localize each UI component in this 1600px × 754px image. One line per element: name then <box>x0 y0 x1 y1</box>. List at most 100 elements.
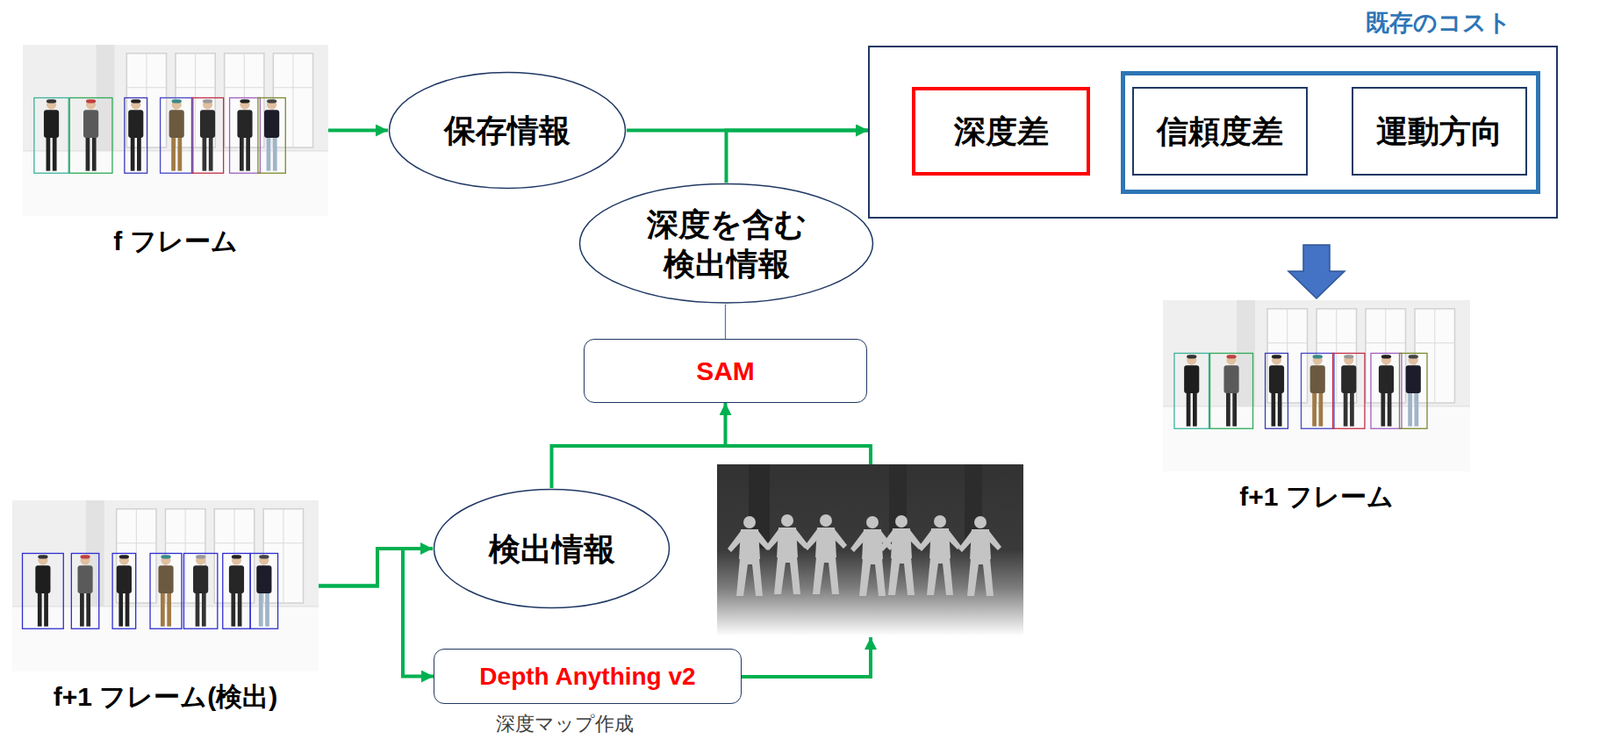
window-frame <box>282 509 284 603</box>
window-frame <box>292 53 294 148</box>
leg <box>1349 390 1355 426</box>
torso <box>264 109 280 138</box>
window-frame <box>1365 342 1407 344</box>
torso <box>35 565 51 594</box>
leg <box>1407 390 1413 426</box>
leg <box>195 590 201 626</box>
depth-map <box>717 464 1024 636</box>
block-arrow <box>1288 244 1345 299</box>
bounding-box <box>69 97 113 173</box>
bounding-box <box>1210 352 1254 429</box>
leg <box>1312 390 1317 426</box>
cost-box: 運動方向 <box>1351 86 1528 176</box>
hair <box>1343 354 1354 359</box>
new-cost-box: 深度差 <box>911 86 1091 176</box>
leg <box>1380 390 1385 426</box>
leg <box>1277 390 1283 426</box>
depth-map-ground <box>717 464 1024 636</box>
bounding-box <box>71 552 99 629</box>
torso <box>256 565 272 594</box>
window-frame <box>263 542 303 544</box>
face <box>1313 355 1323 366</box>
cost-label: 深度差 <box>954 111 1049 151</box>
ellipse-shape <box>434 489 670 609</box>
depth-map-feed-line <box>725 445 872 465</box>
leg <box>1226 390 1231 426</box>
model-label: Depth Anything v2 <box>479 660 696 692</box>
hair <box>231 554 242 559</box>
photo <box>22 44 329 216</box>
face <box>46 100 57 110</box>
torso <box>229 565 244 594</box>
cost-label: 運動方向 <box>1376 111 1503 151</box>
flow-connector <box>552 402 726 488</box>
face <box>79 555 90 566</box>
leg <box>130 135 136 171</box>
torso <box>1378 365 1394 394</box>
torso <box>1406 365 1421 394</box>
leg <box>166 590 172 626</box>
bounding-box <box>160 97 194 173</box>
existing-cost-group: 信頼度差運動方向既存のコスト <box>1120 71 1541 194</box>
image-caption: f+1 フレーム(検出) <box>53 680 279 714</box>
face <box>86 100 96 110</box>
window <box>214 509 254 603</box>
hair <box>195 554 206 559</box>
leg <box>136 135 142 171</box>
depth-silhouette <box>958 516 1002 596</box>
hair <box>1408 354 1419 359</box>
bounding-box <box>124 97 148 173</box>
leg <box>245 135 251 171</box>
leg <box>79 590 85 626</box>
depth-silhouette <box>918 515 962 596</box>
leg <box>171 135 176 171</box>
window-frame <box>1414 342 1456 344</box>
bounding-box <box>183 552 217 629</box>
bounding-box <box>150 552 182 629</box>
face <box>195 555 206 566</box>
bounding-box <box>1399 352 1428 429</box>
hair <box>202 99 213 103</box>
flow-connector <box>328 129 388 133</box>
face <box>1381 355 1392 366</box>
window-frame <box>185 509 187 603</box>
frame-image: f+1 フレーム(検出) <box>12 500 319 672</box>
hair <box>239 99 250 103</box>
leg <box>258 590 264 626</box>
leg <box>86 135 91 171</box>
hair <box>1313 354 1323 359</box>
bounding-box <box>112 552 137 629</box>
photo <box>12 500 319 672</box>
torso <box>200 109 216 138</box>
bounding-box <box>22 552 65 629</box>
bounding-box <box>34 97 69 173</box>
bounding-box <box>1265 352 1289 429</box>
bounding-box <box>229 97 261 173</box>
window-frame <box>214 542 254 544</box>
image-caption: f フレーム <box>113 224 237 259</box>
torso <box>1269 365 1285 394</box>
depth-map-arrow <box>741 637 871 677</box>
bounding-box <box>222 552 251 629</box>
leg <box>52 135 58 171</box>
leg <box>265 590 270 626</box>
leg <box>230 590 236 626</box>
face <box>1271 355 1282 366</box>
hair <box>1271 354 1282 359</box>
window-frame <box>272 86 313 88</box>
torso <box>43 109 59 138</box>
leg <box>1414 390 1420 426</box>
hair <box>86 99 96 103</box>
bounding-box <box>250 552 278 629</box>
leg <box>92 135 97 171</box>
ellipse-shape <box>389 72 626 189</box>
depth-silhouette <box>765 514 809 595</box>
leg <box>239 135 244 171</box>
flow-connector <box>726 130 869 184</box>
leg <box>266 135 272 171</box>
torso <box>116 565 132 594</box>
hair <box>266 99 277 103</box>
ellipse-shape <box>580 184 874 304</box>
